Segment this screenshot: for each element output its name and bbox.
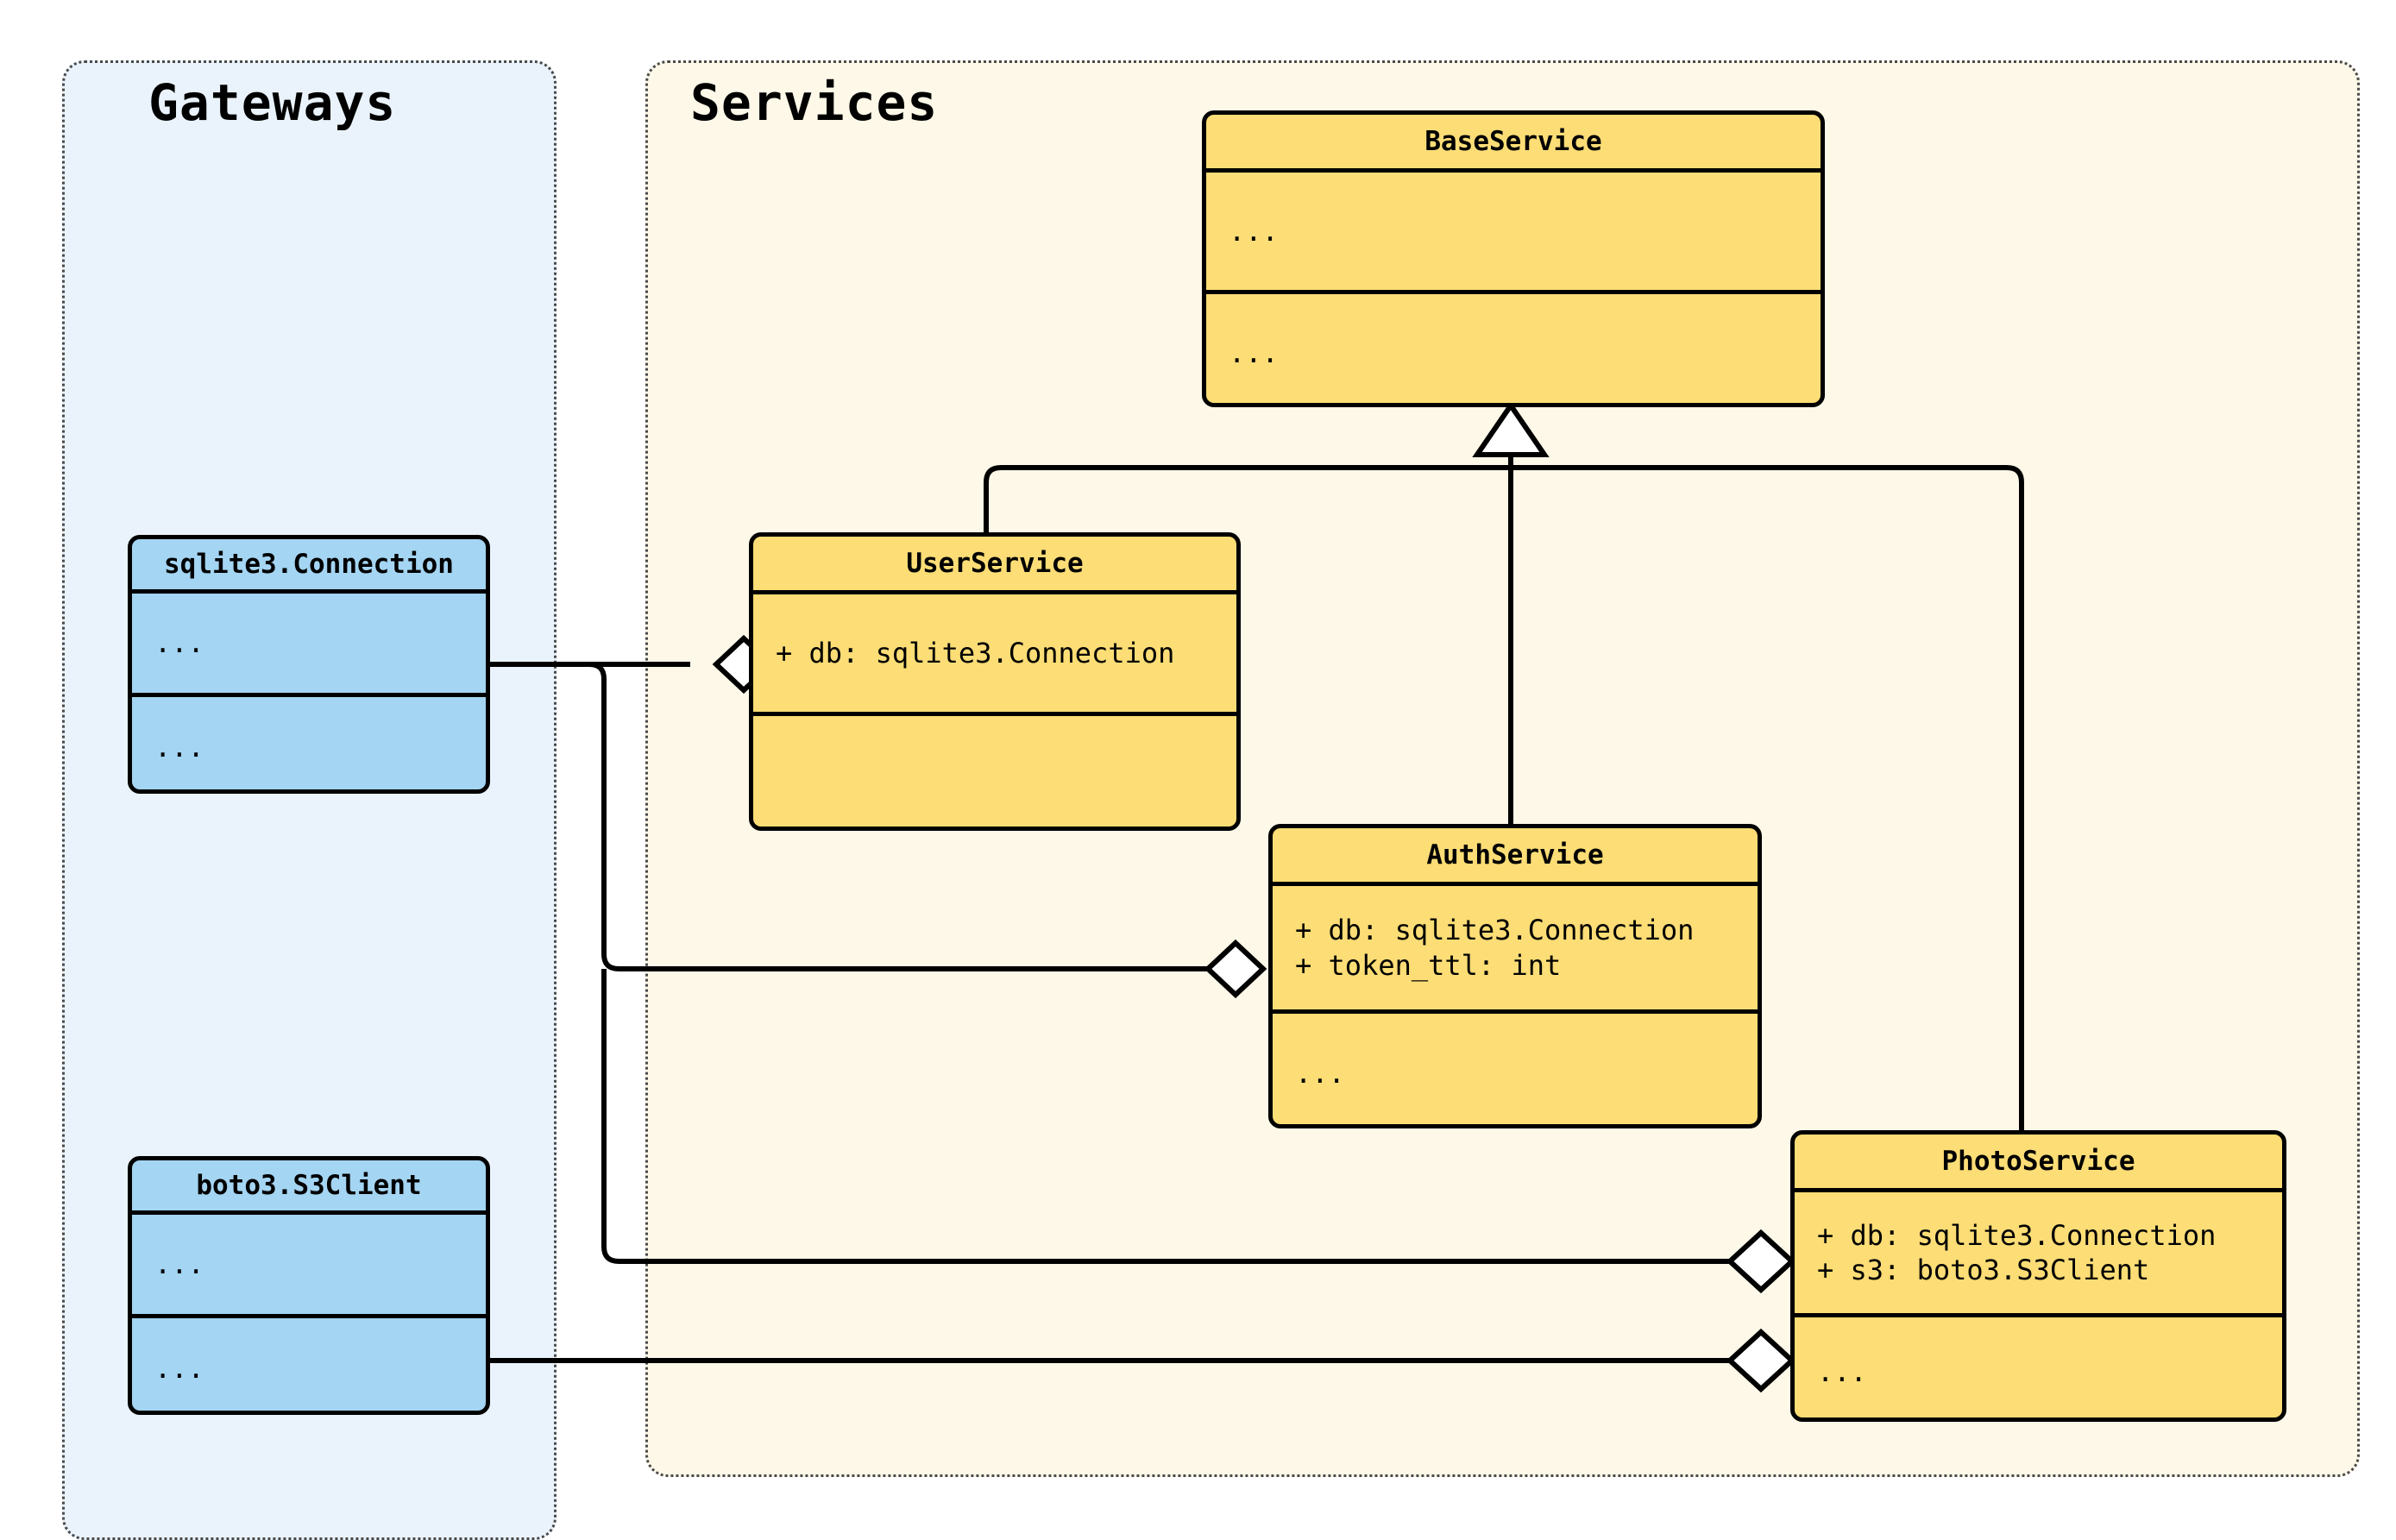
- attribute-line: + db: sqlite3.Connection: [1817, 1218, 2217, 1252]
- attribute-line: ...: [154, 1248, 204, 1281]
- attribute-line: ...: [154, 626, 204, 660]
- class-title-boto3-s3client: boto3.S3Client: [196, 1170, 422, 1201]
- class-attributes-photoservice: + db: sqlite3.Connection + s3: boto3.S3C…: [1795, 1188, 2282, 1313]
- class-attributes-baseservice: ...: [1206, 168, 1821, 290]
- package-gateways-title: Gateways: [148, 73, 397, 132]
- method-line: ...: [154, 1352, 204, 1386]
- class-methods-sqlite3-connection: ...: [132, 693, 486, 789]
- class-title-userservice: UserService: [906, 548, 1084, 579]
- attribute-line: + s3: boto3.S3Client: [1817, 1254, 2150, 1286]
- class-title-authservice: AuthService: [1426, 839, 1604, 871]
- attribute-line: + token_ttl: int: [1295, 948, 1562, 982]
- class-methods-baseservice: ...: [1206, 290, 1821, 403]
- method-line: ...: [1295, 1056, 1345, 1090]
- class-methods-boto3-s3client: ...: [132, 1314, 486, 1411]
- method-line: ...: [1817, 1355, 1867, 1388]
- class-box-baseservice[interactable]: BaseService ... ...: [1202, 110, 1825, 407]
- class-box-photoservice[interactable]: PhotoService + db: sqlite3.Connection + …: [1790, 1130, 2286, 1422]
- attribute-line: ...: [1229, 214, 1279, 248]
- class-box-authservice[interactable]: AuthService + db: sqlite3.Connection + t…: [1268, 824, 1762, 1128]
- class-attributes-userservice: + db: sqlite3.Connection: [753, 590, 1236, 712]
- attribute-line: + db: sqlite3.Connection: [776, 636, 1175, 669]
- package-services-title: Services: [690, 73, 939, 132]
- class-title-photoservice: PhotoService: [1941, 1146, 2135, 1177]
- class-methods-authservice: ...: [1273, 1009, 1758, 1124]
- class-attributes-boto3-s3client: ...: [132, 1210, 486, 1314]
- method-line: ...: [154, 731, 204, 764]
- class-title-baseservice: BaseService: [1424, 126, 1602, 157]
- class-attributes-authservice: + db: sqlite3.Connection + token_ttl: in…: [1273, 882, 1758, 1009]
- method-line: ...: [1229, 336, 1279, 369]
- class-methods-userservice: [753, 712, 1236, 827]
- class-title-sqlite3-connection: sqlite3.Connection: [164, 549, 454, 580]
- class-box-boto3-s3client[interactable]: boto3.S3Client ... ...: [128, 1156, 490, 1415]
- class-box-userservice[interactable]: UserService + db: sqlite3.Connection: [749, 532, 1241, 831]
- class-box-sqlite3-connection[interactable]: sqlite3.Connection ... ...: [128, 535, 490, 794]
- attribute-line: + db: sqlite3.Connection: [1295, 914, 1695, 947]
- class-attributes-sqlite3-connection: ...: [132, 589, 486, 693]
- class-methods-photoservice: ...: [1795, 1313, 2282, 1417]
